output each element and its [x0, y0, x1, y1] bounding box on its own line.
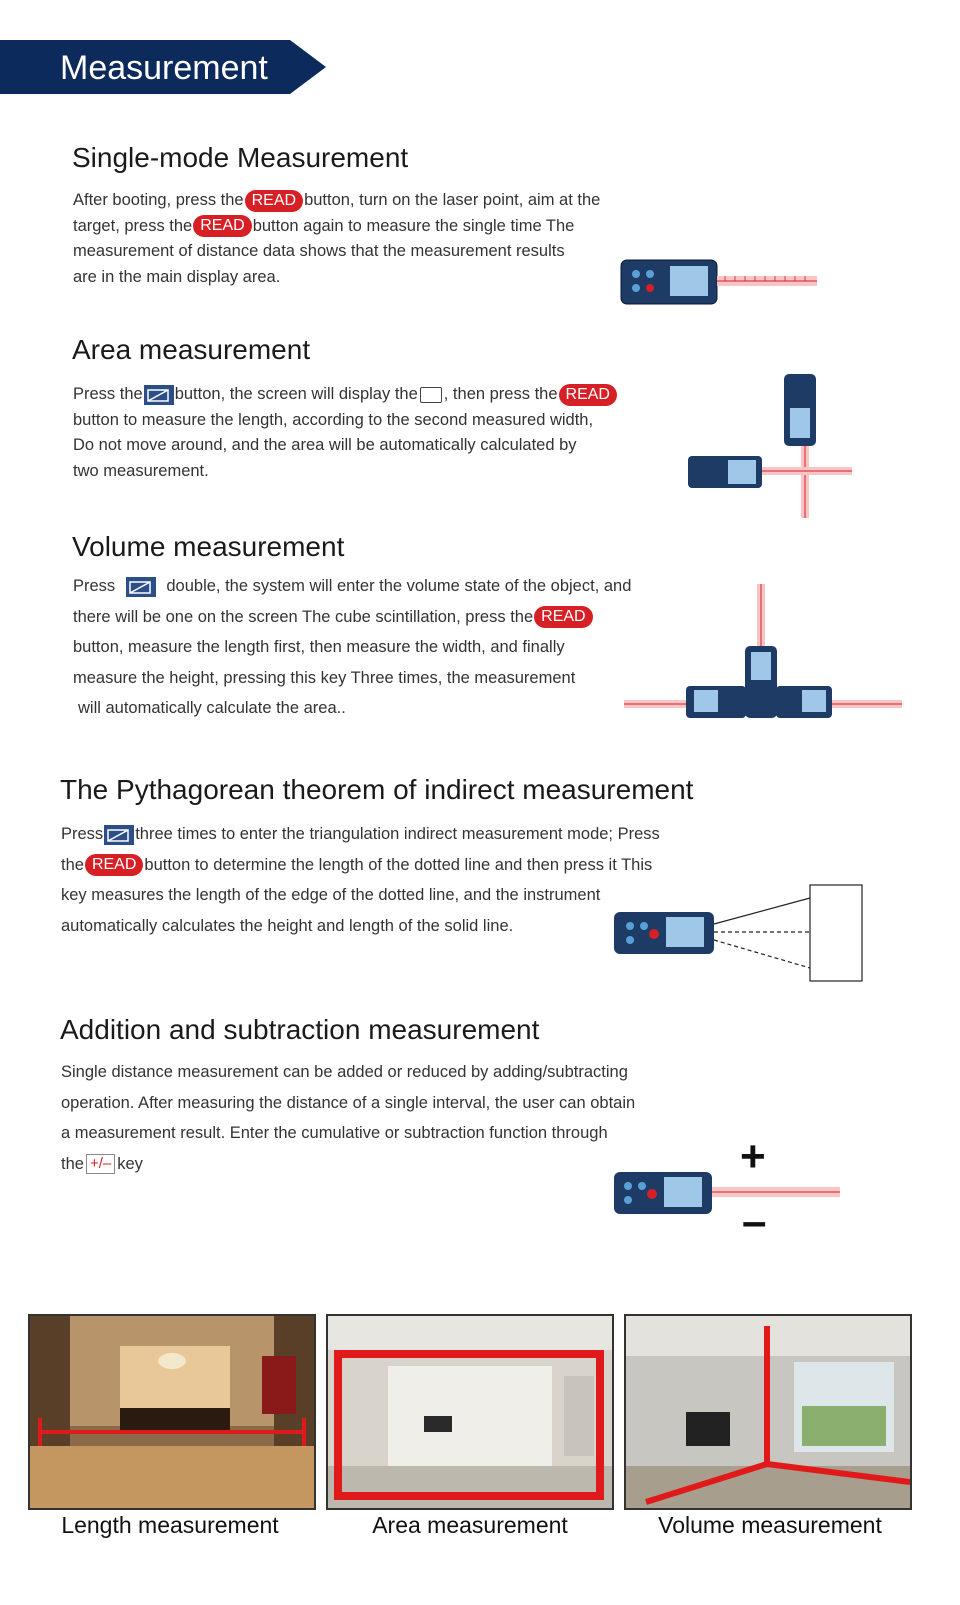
rangefinder-volume-illustration [624, 584, 902, 718]
single-mode-title: Single-mode Measurement [72, 142, 409, 173]
addsub-title: Addition and subtraction measurement [60, 1014, 540, 1045]
read-button-label: READ [534, 606, 593, 629]
read-button-label: READ [558, 383, 617, 406]
banner-title: Measurement [60, 49, 268, 87]
caption-length: Length measurement [61, 1512, 279, 1538]
section-banner [0, 40, 326, 94]
read-button-label: READ [244, 189, 304, 212]
volume-photo [624, 1314, 912, 1510]
read-button-label: READ [84, 854, 144, 877]
mode-key-icon [125, 576, 156, 597]
caption-area: Area measurement [372, 1512, 568, 1538]
rangefinder-pythagorean-illustration [614, 884, 863, 982]
pythagorean-title: The Pythagorean theorem of indirect meas… [60, 774, 694, 805]
area-photo [326, 1314, 614, 1510]
plus-minus-key-label: +/– [85, 1154, 116, 1175]
rangefinder-area-illustration [688, 374, 852, 518]
minus-sign: – [742, 1197, 767, 1246]
plus-sign: + [740, 1132, 766, 1181]
mode-key-icon [104, 824, 135, 845]
volume-text: Press double, the system will enter the … [73, 576, 632, 717]
mode-key-icon [143, 384, 174, 405]
rectangle-display-icon [419, 386, 442, 403]
caption-volume: Volume measurement [658, 1512, 882, 1538]
volume-title: Volume measurement [72, 531, 345, 562]
length-photo [28, 1314, 316, 1510]
read-button-label: READ [193, 215, 252, 238]
area-title: Area measurement [72, 334, 311, 365]
rangefinder-addsub-illustration [614, 1172, 840, 1214]
rangefinder-single-illustration [620, 259, 817, 305]
addsub-text: Single distance measurement can be added… [61, 1063, 636, 1175]
